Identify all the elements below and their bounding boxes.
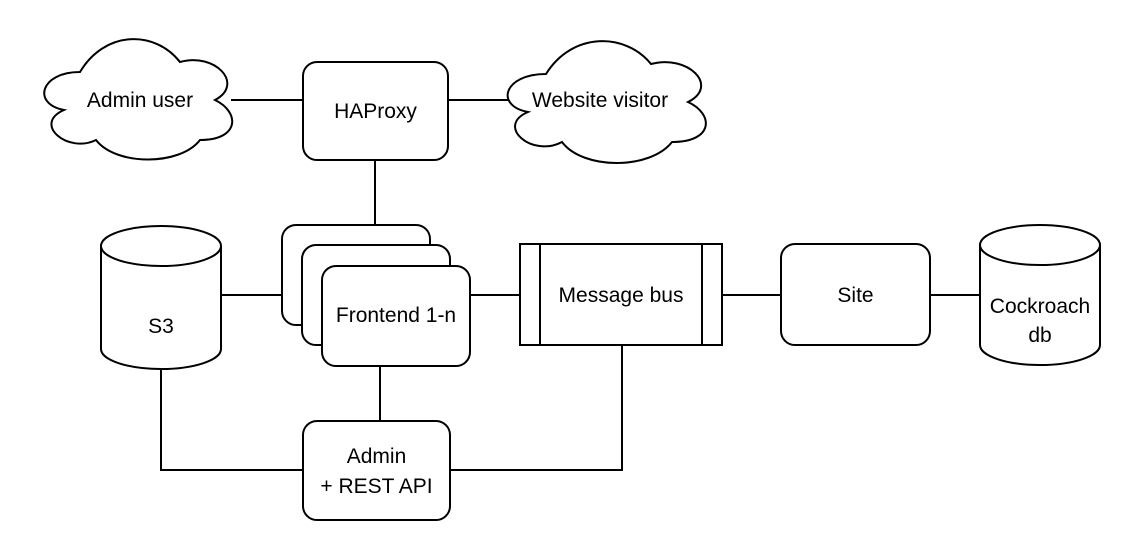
edge-message-bus-admin-api bbox=[450, 346, 623, 471]
cockroach-db-label-line1: Cockroach bbox=[990, 295, 1090, 318]
cockroach-db-cylinder: Cockroach db bbox=[979, 224, 1101, 366]
frontend-box-front bbox=[321, 265, 471, 367]
edge-s3-admin-api bbox=[160, 368, 303, 471]
cockroach-db-label-line2: db bbox=[1028, 324, 1051, 347]
site-node: Site bbox=[780, 243, 931, 346]
s3-label: S3 bbox=[148, 315, 174, 338]
admin-user-label: Admin user bbox=[87, 89, 193, 112]
admin-api-node: Admin + REST API bbox=[302, 420, 451, 521]
s3-cylinder: S3 bbox=[100, 225, 222, 370]
website-visitor-label: Website visitor bbox=[532, 89, 668, 112]
haproxy-node: HAProxy bbox=[302, 61, 449, 161]
site-label: Site bbox=[837, 284, 873, 307]
admin-user-cloud: Admin user bbox=[43, 38, 234, 161]
message-bus-node: Message bus bbox=[519, 243, 723, 346]
admin-api-label-line1: Admin bbox=[347, 445, 407, 468]
admin-api-label-line2: + REST API bbox=[320, 475, 432, 498]
website-visitor-cloud: Website visitor bbox=[506, 40, 707, 164]
frontend-label: Frontend 1-n bbox=[336, 304, 456, 327]
haproxy-label: HAProxy bbox=[334, 100, 417, 123]
frontend-stack: Frontend 1-n bbox=[281, 224, 471, 367]
connectors bbox=[160, 99, 980, 471]
message-bus-label: Message bus bbox=[559, 284, 684, 307]
